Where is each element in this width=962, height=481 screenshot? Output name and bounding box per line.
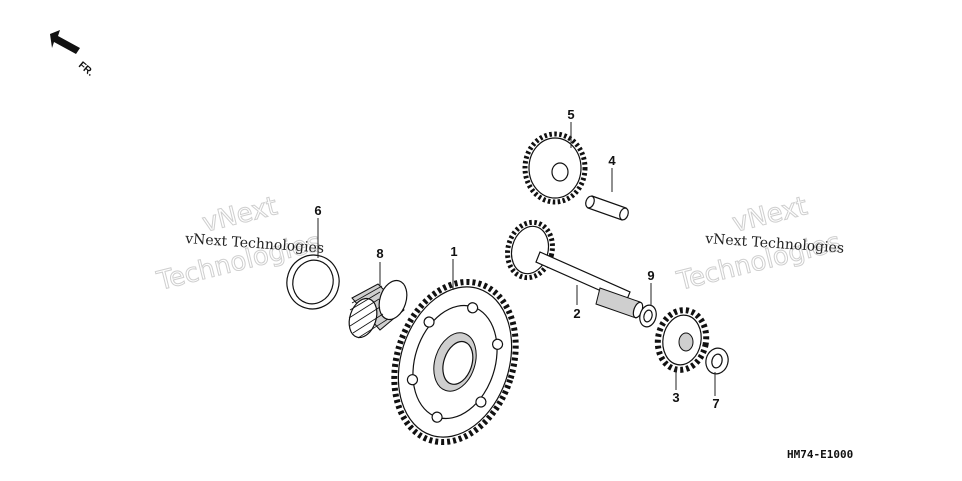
callout-8[interactable]: 8: [376, 246, 383, 261]
callout-5[interactable]: 5: [567, 107, 574, 122]
part-5-small-gear[interactable]: [522, 131, 588, 205]
part-3-sprocket-gear[interactable]: [653, 306, 711, 373]
watermark-right: vNext Technologies vNext Technologies: [673, 191, 845, 298]
diagram-code: HM74-E1000: [787, 448, 853, 461]
callout-3[interactable]: 3: [672, 390, 679, 405]
watermark-big-1: vNext: [729, 191, 810, 238]
part-8-needle-bearing[interactable]: [344, 277, 411, 341]
watermark-big-1: vNext: [199, 191, 280, 238]
callout-1[interactable]: 1: [450, 244, 457, 259]
part-1-large-gear[interactable]: [374, 266, 535, 458]
callout-2[interactable]: 2: [573, 306, 580, 321]
callout-6[interactable]: 6: [314, 203, 321, 218]
front-label: FR.: [76, 60, 96, 79]
front-direction-arrow-icon: FR.: [50, 30, 96, 79]
part-6-washer-ring[interactable]: [280, 248, 346, 315]
part-7-washer[interactable]: [703, 346, 731, 377]
leader-lines: [317, 122, 716, 396]
callout-9[interactable]: 9: [647, 268, 654, 283]
part-4-pin[interactable]: [584, 195, 630, 221]
callout-4[interactable]: 4: [608, 153, 616, 168]
callout-7[interactable]: 7: [712, 396, 719, 411]
part-2-shaft-gear[interactable]: [502, 217, 645, 319]
